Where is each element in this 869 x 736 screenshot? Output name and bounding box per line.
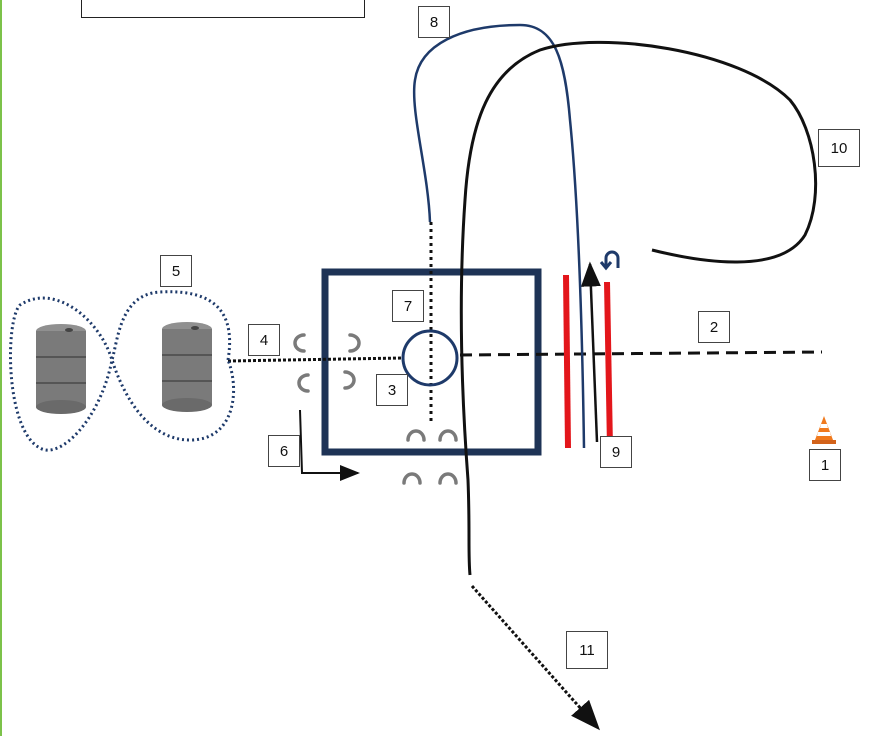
marker-3: 3 xyxy=(376,374,408,406)
horseshoe-icon xyxy=(297,373,310,393)
navy-loop-path xyxy=(412,23,586,449)
marker-4: 4 xyxy=(248,324,280,356)
marker-6: 6 xyxy=(268,435,300,467)
u-turn-icon xyxy=(599,250,620,271)
spin-circle xyxy=(401,329,459,387)
traffic-cone-icon xyxy=(812,416,836,444)
red-rail-right xyxy=(604,281,613,449)
marker-5: 5 xyxy=(160,255,192,287)
horseshoe-icon xyxy=(343,370,356,390)
horseshoe-icon xyxy=(438,472,458,485)
marker-10: 10 xyxy=(818,129,860,167)
title-box xyxy=(81,0,365,18)
marker-8: 8 xyxy=(418,6,450,38)
marker-7: 7 xyxy=(392,290,424,322)
back-up-arrow xyxy=(580,261,601,443)
horseshoe-icon xyxy=(438,429,458,442)
horseshoe-icon xyxy=(406,429,426,442)
barrel-icon xyxy=(36,324,86,414)
horseshoe-icon xyxy=(402,472,422,485)
horseshoe-icon xyxy=(348,333,361,353)
marker-11: 11 xyxy=(566,631,608,669)
red-rail-left xyxy=(563,274,571,449)
horseshoe-icon xyxy=(293,333,306,353)
black-loop-path xyxy=(459,40,818,576)
marker-1: 1 xyxy=(809,449,841,481)
page-edge-accent xyxy=(0,0,2,736)
turn-arrow xyxy=(299,409,360,481)
exit-dotted-line xyxy=(470,585,600,731)
barrel-icon xyxy=(162,322,212,412)
dashed-center-line xyxy=(459,350,823,357)
dotted-approach-line xyxy=(227,356,403,363)
marker-2: 2 xyxy=(698,311,730,343)
figure-eight-loop xyxy=(9,290,235,452)
marker-9: 9 xyxy=(600,436,632,468)
